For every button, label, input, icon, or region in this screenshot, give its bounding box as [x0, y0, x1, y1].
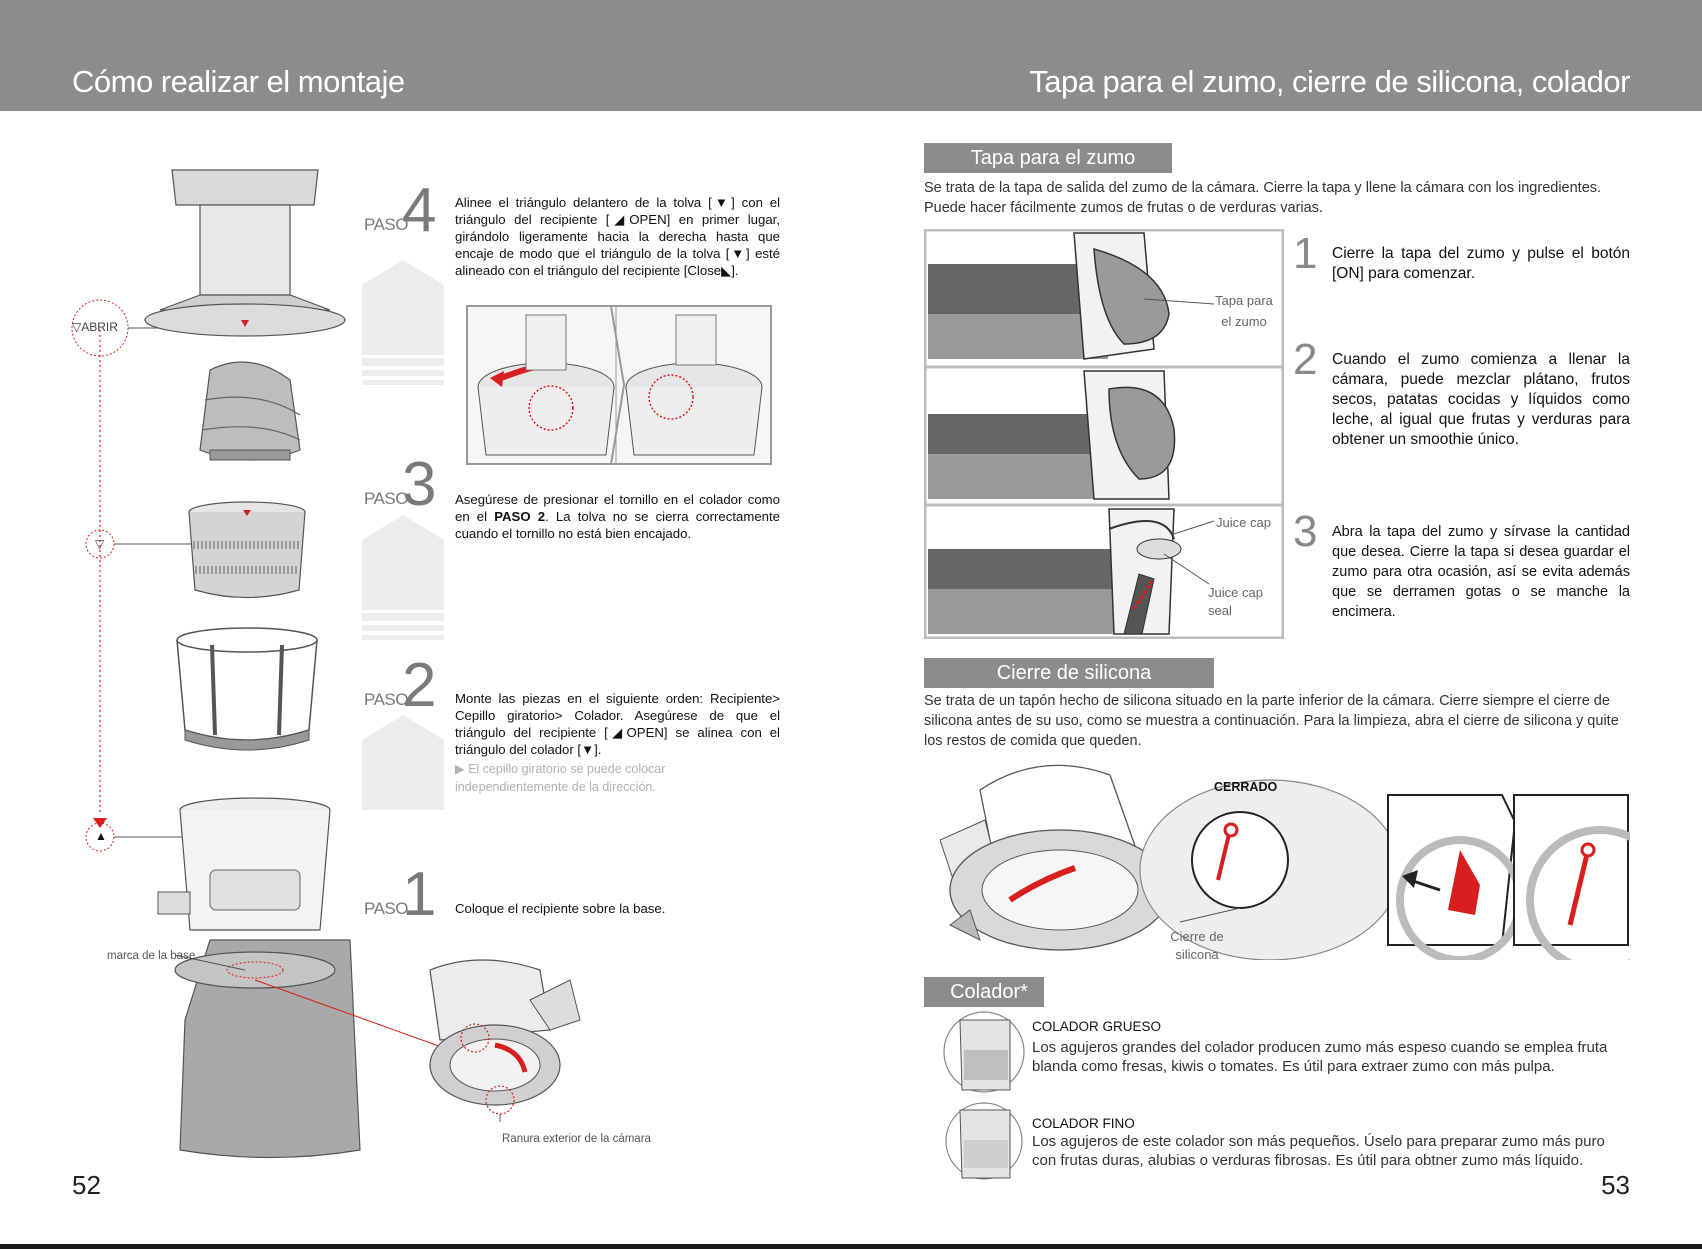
cierre-silicona-intro: Se trata de un tapón hecho de silicona s…: [924, 693, 1619, 749]
paso-1-number: 1: [402, 860, 437, 929]
rotating-brush-drawing: [176, 627, 318, 751]
cerrado-label: CERRADO: [1214, 780, 1278, 794]
bottom-rule: [0, 1244, 1702, 1249]
paso-4-illustration: [466, 305, 772, 465]
right-page-title: Tapa para el zumo, cierre de silicona, c…: [1029, 64, 1630, 99]
caption-juice-cap: Juice cap: [1216, 515, 1271, 530]
paso-chevrons: [362, 260, 444, 810]
paso-2-word: PASO: [364, 690, 408, 709]
bowl-drawing: [157, 797, 331, 931]
left-page-title: Cómo realizar el montaje: [72, 64, 405, 99]
page-number-right: 53: [1601, 1170, 1630, 1200]
auger-drawing: [199, 361, 301, 461]
paso-1-illustration: [429, 959, 581, 1122]
silicone-illustration: [940, 764, 1630, 960]
paso-2-text: Monte las piezas en el siguiente orden: …: [455, 691, 780, 757]
coarse-strainer-title: COLADOR GRUESO: [1032, 1019, 1162, 1034]
fine-strainer-title: COLADOR FINO: [1032, 1116, 1135, 1131]
paso-3-text-a: Asegúrese de presionar el tornillo en el…: [455, 492, 780, 524]
paso-4-text: Alinee el triángulo delantero de la tolv…: [455, 195, 780, 278]
caption-cierre-1: Cierre de: [1170, 929, 1224, 944]
marca-label: marca de la base: [107, 950, 196, 962]
assembly-illustration: [71, 169, 440, 1159]
abrir-label: ▽ABRIR: [72, 320, 118, 334]
caption-juice-cap-seal-2: seal: [1208, 603, 1232, 618]
coarse-strainer-text: Los agujeros grandes del colador produce…: [1032, 1039, 1608, 1075]
hopper-drawing: [144, 169, 346, 337]
base-drawing: [174, 939, 440, 1159]
tab-colador: Colador*: [924, 977, 1044, 1007]
paso-3-text-bold: PASO 2: [494, 509, 546, 524]
paso-2-number: 2: [402, 651, 437, 720]
paso-3-text: Asegúrese de presionar el tornillo en el…: [455, 491, 780, 542]
paso-2-note: ▶ El cepillo giratorio se puede colocar …: [455, 762, 666, 794]
paso-4-number: 4: [402, 176, 437, 245]
tab-cierre-silicona: Cierre de silicona: [924, 658, 1214, 688]
paso-3-number: 3: [402, 450, 437, 519]
fine-strainer-text: Los agujeros de este colador son más peq…: [1032, 1133, 1605, 1169]
strainer-icons: [943, 1011, 1025, 1180]
tapa-step-3-text: Abra la tapa del zumo y sírvase la canti…: [1332, 524, 1630, 620]
paso-1-text: Coloque el recipiente sobre la base.: [455, 901, 666, 916]
tapa-step-1-number: 1: [1293, 229, 1318, 278]
paso-4-word: PASO: [364, 215, 408, 234]
header-bar: [0, 0, 1702, 111]
tapa-zumo-intro: Se trata de la tapa de salida del zumo d…: [924, 180, 1602, 216]
paso-3-word: PASO: [364, 489, 408, 508]
ranura-label: Ranura exterior de la cámara: [502, 1133, 651, 1145]
caption-juice-cap-seal-1: Juice cap: [1208, 585, 1263, 600]
tapa-step-3-number: 3: [1293, 507, 1318, 556]
page-number-left: 52: [72, 1170, 101, 1200]
triangle-down-label: ▽: [95, 537, 105, 551]
juice-cap-illustration: [924, 229, 1284, 639]
tab-tapa-zumo: Tapa para el zumo: [924, 143, 1172, 173]
triangle-up-label: ▲: [95, 829, 107, 843]
paso-3-text-b: . La tolva no se cierra correctamente cu…: [455, 509, 780, 541]
caption-cierre-2: silicona: [1175, 947, 1219, 962]
caption-tapa-1: Tapa para: [1215, 293, 1273, 308]
strainer-drawing: [188, 501, 306, 599]
paso-1-word: PASO: [364, 899, 408, 918]
tapa-step-2-number: 2: [1293, 335, 1318, 384]
caption-tapa-2: el zumo: [1221, 314, 1267, 329]
tapa-step-2-text: Cuando el zumo comienza a llenar la cáma…: [1332, 351, 1630, 448]
tapa-step-1-text: Cierre la tapa del zumo y pulse el botón…: [1332, 245, 1630, 282]
